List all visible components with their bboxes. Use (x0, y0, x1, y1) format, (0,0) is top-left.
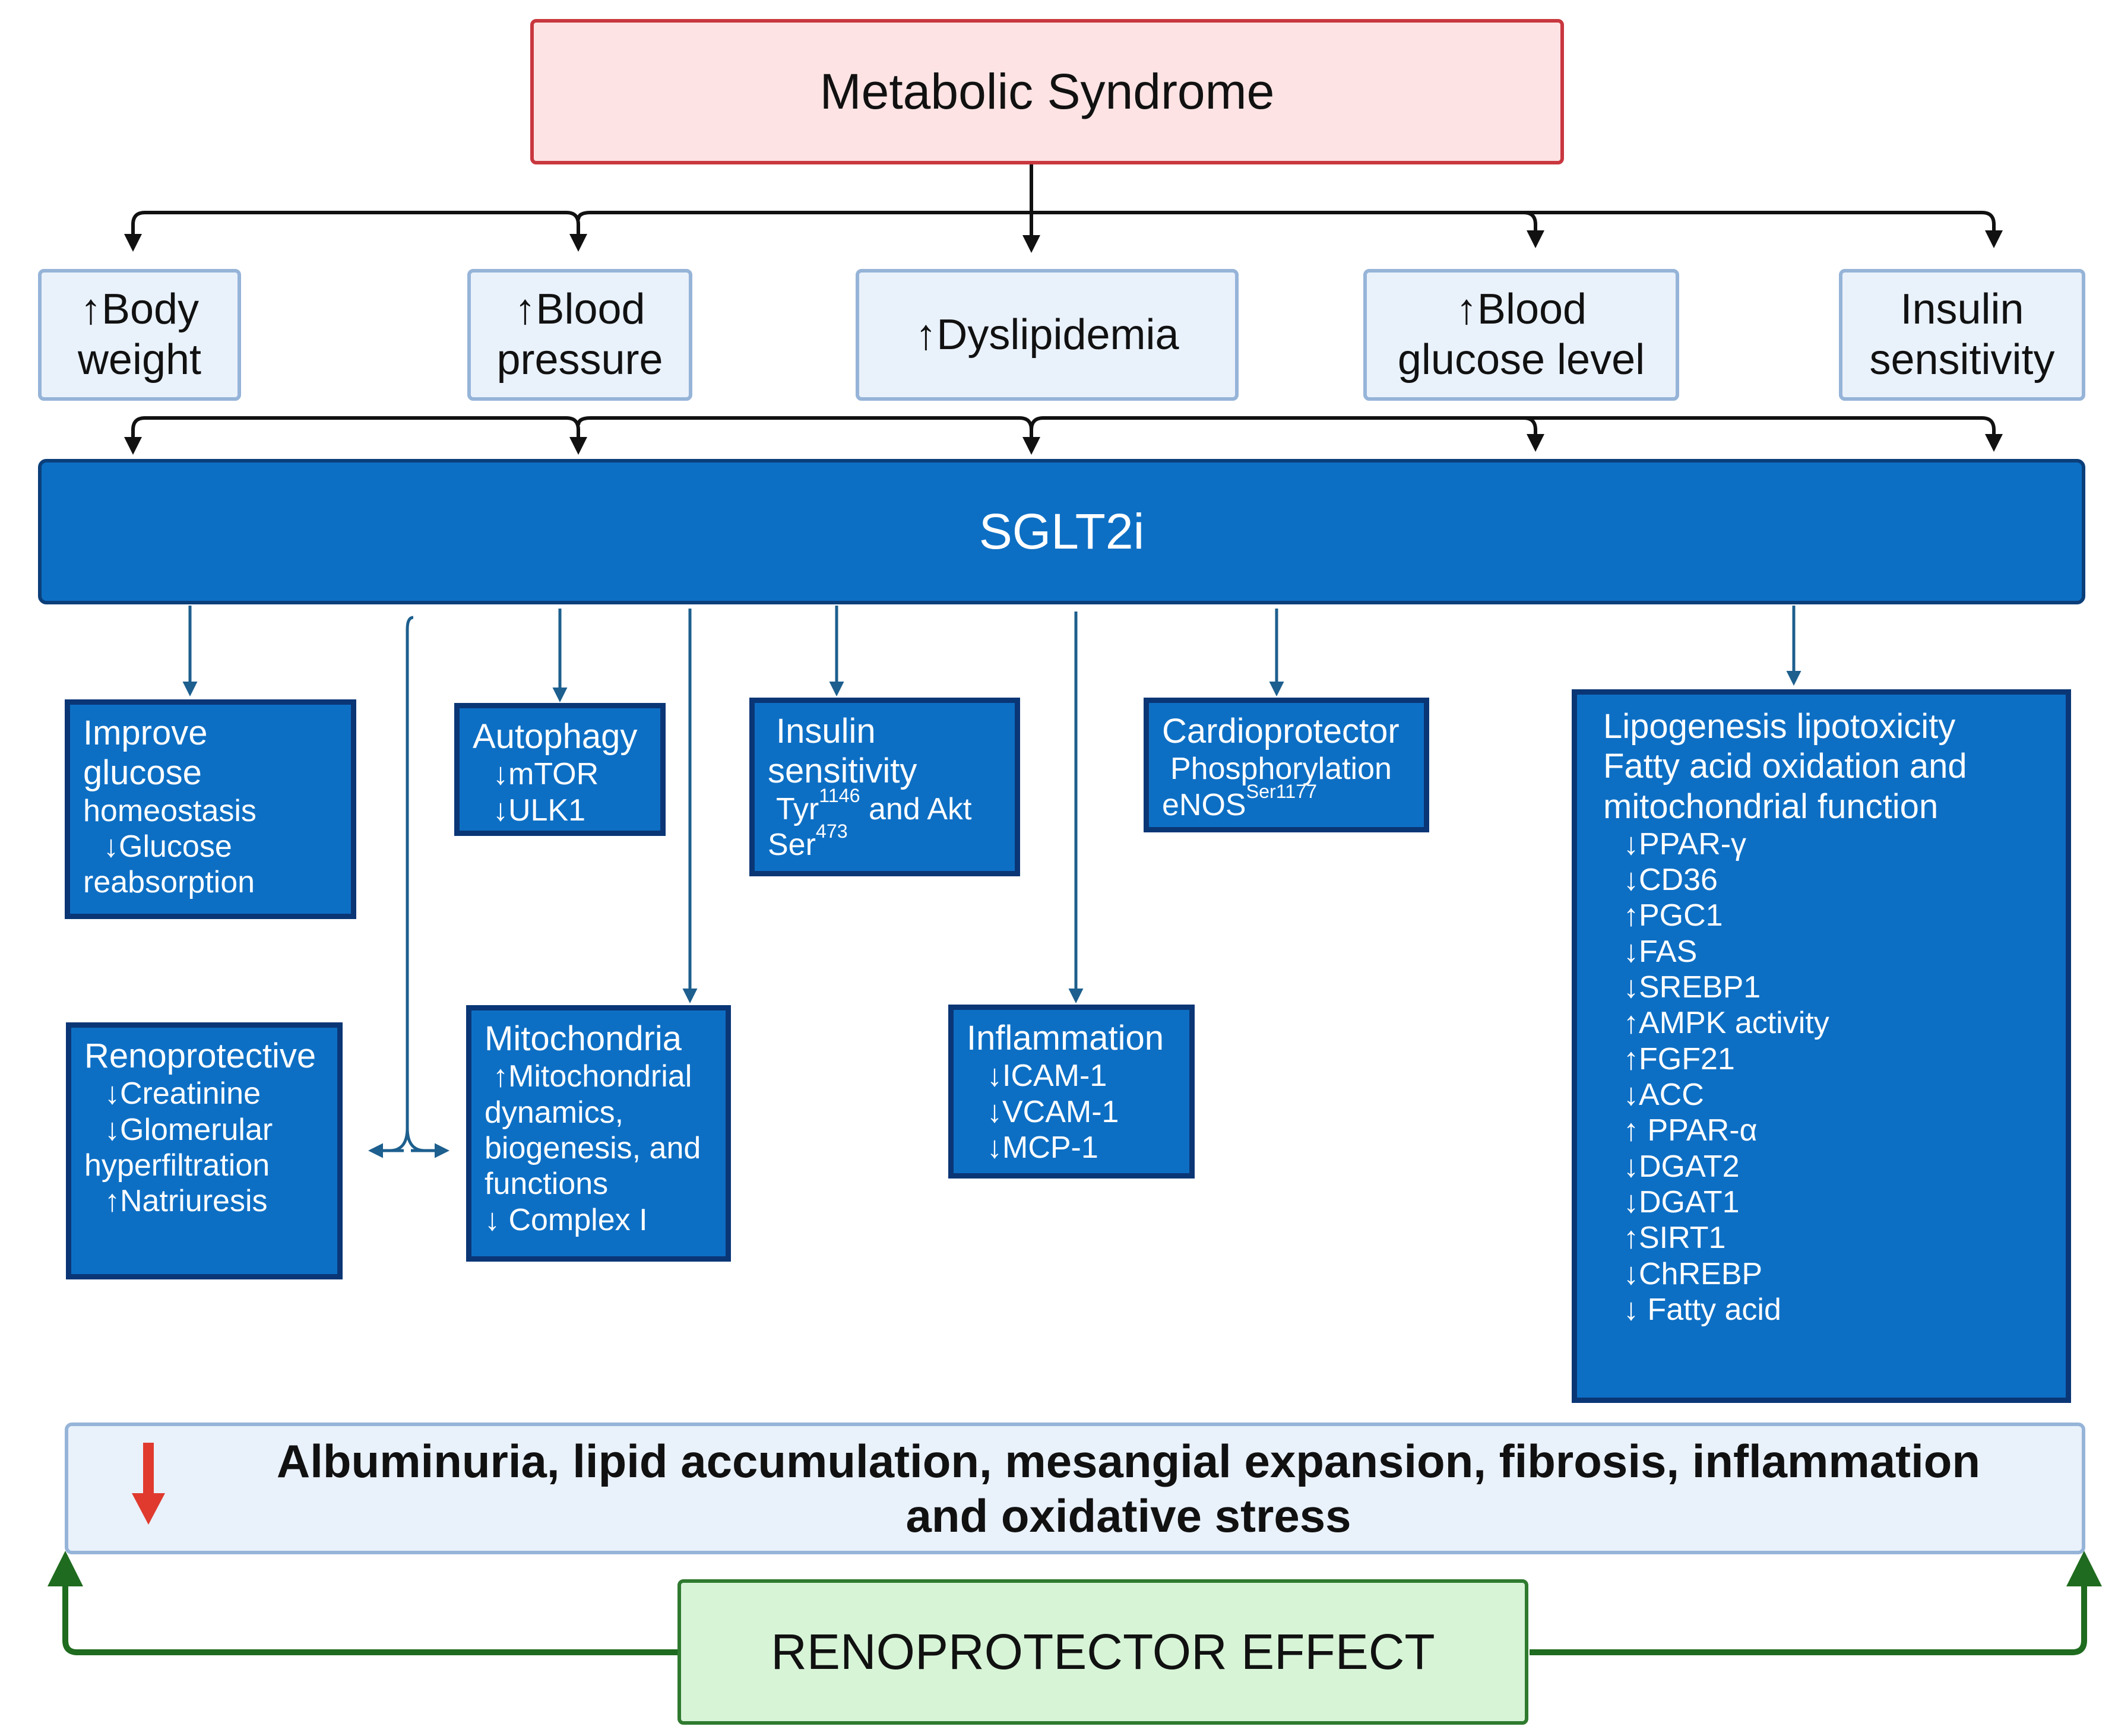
lipid-marker: ↓FAS (1623, 934, 1698, 969)
syndrome-connectors (124, 157, 2003, 253)
cardio-enos-line: eNOSSer1177 (1162, 781, 1411, 823)
insulin-sensitivity-box: Insulin sensitivity (1839, 269, 2085, 401)
insulin-title-line-2: sensitivity (768, 752, 917, 791)
renoprotector-effect-label: RENOPROTECTOR EFFECT (771, 1624, 1435, 1680)
lipid-title-line-2: Fatty acid oxidation and (1603, 747, 1967, 786)
metabolic-syndrome-box: Metabolic Syndrome (530, 19, 1564, 164)
lipogenesis-box: Lipogenesis lipotoxicity Fatty acid oxid… (1572, 689, 2071, 1403)
mito-line-4: functions (485, 1167, 609, 1202)
glucose-title-line-1: Improve (83, 714, 208, 752)
insulin-tyr-line: Tyr1146 and Akt (768, 785, 1002, 827)
insulin-title-line-1: Insulin (776, 712, 876, 750)
glucose-line-2: ↓Glucose (103, 829, 232, 864)
mito-line-2: dynamics, (485, 1095, 624, 1130)
mito-line-5: ↓ Complex I (485, 1202, 648, 1237)
reno-title: Renoprotective (84, 1037, 316, 1075)
glucose-title-line-2: glucose (83, 753, 202, 793)
lipid-marker: ↑SIRT1 (1623, 1221, 1726, 1256)
mito-title: Mitochondria (485, 1019, 682, 1058)
blood-pressure-box: ↑Blood pressure (467, 269, 692, 401)
body-weight-line-1: ↑Body (80, 286, 200, 334)
inflammation-line-3: ↓MCP-1 (987, 1130, 1098, 1165)
cardioprotector-box: Cardioprotector Phosphorylation eNOSSer1… (1144, 698, 1429, 832)
lipid-marker: ↓ChREBP (1623, 1256, 1763, 1291)
body-weight-line-2: weight (77, 336, 202, 384)
lipid-marker: ↑FGF21 (1623, 1041, 1735, 1076)
blood-pressure-line-1: ↑Blood (514, 286, 645, 334)
insulin-ser-label: Ser (768, 827, 816, 862)
outcome-line-1: Albuminuria, lipid accumulation, mesangi… (276, 1434, 1981, 1487)
mito-line-1: ↑Mitochondrial (493, 1059, 692, 1094)
inflammation-box: Inflammation ↓ICAM-1 ↓VCAM-1 ↓MCP-1 (948, 1005, 1195, 1179)
insulin-ser-line: Ser473 (768, 822, 1002, 863)
reno-line-4: ↑Natriuresis (105, 1184, 268, 1219)
mito-line-3: biogenesis, and (485, 1130, 701, 1165)
lipid-marker: ↑ PPAR-α (1623, 1113, 1758, 1148)
sglt2i-connectors (182, 606, 1801, 1158)
outcome-box: Albuminuria, lipid accumulation, mesangi… (65, 1423, 2085, 1554)
lipid-title-line-3: mitochondrial function (1603, 787, 1939, 826)
reno-line-1: ↓Creatinine (105, 1076, 261, 1111)
glucose-homeostasis-box: Improve glucose homeostasis ↓Glucose rea… (65, 699, 356, 919)
body-weight-box: ↑Body weight (38, 269, 241, 401)
lipid-marker: ↑AMPK activity (1623, 1006, 1829, 1041)
lipid-title-line-1: Lipogenesis lipotoxicity (1603, 707, 1956, 746)
blood-glucose-box: ↑Blood glucose level (1363, 269, 1679, 401)
renoprotector-effect-box: RENOPROTECTOR EFFECT (677, 1579, 1528, 1725)
inflammation-title: Inflammation (967, 1019, 1164, 1057)
autophagy-line-2: ↓ULK1 (493, 793, 586, 828)
lipid-marker: ↓PPAR-γ (1623, 826, 1747, 861)
lipid-marker: ↓SREBP1 (1623, 970, 1761, 1005)
inflammation-line-1: ↓ICAM-1 (987, 1059, 1107, 1094)
blood-glucose-line-1: ↑Blood (1455, 286, 1587, 334)
glucose-line-1: homeostasis (83, 793, 257, 828)
lipid-marker: ↓DGAT2 (1623, 1149, 1740, 1184)
lipid-marker: ↓ACC (1623, 1077, 1704, 1112)
inflammation-line-2: ↓VCAM-1 (987, 1094, 1119, 1129)
insulin-and-akt-label: and Akt (860, 791, 972, 826)
autophagy-box: Autophagy ↓mTOR ↓ULK1 (454, 703, 666, 836)
insulin-ser-sup: 473 (815, 820, 848, 842)
dyslipidemia-label: ↑Dyslipidemia (915, 311, 1179, 359)
blood-pressure-line-2: pressure (496, 336, 663, 384)
cardio-title: Cardioprotector (1162, 712, 1400, 750)
outcome-line-2: and oxidative stress (905, 1490, 1351, 1542)
factor-connectors (124, 416, 2003, 455)
blood-glucose-line-2: glucose level (1397, 336, 1645, 384)
glucose-line-3: reabsorption (83, 865, 255, 900)
reno-line-3: hyperfiltration (84, 1148, 270, 1183)
insulin-sensitivity-line-1: Insulin (1900, 286, 2024, 334)
cardio-enos-label: eNOS (1162, 787, 1246, 822)
insulin-sensitivity-line-2: sensitivity (1869, 336, 2055, 384)
autophagy-title: Autophagy (473, 717, 638, 756)
mitochondria-box: Mitochondria ↑Mitochondrial dynamics, bi… (466, 1005, 731, 1262)
insulin-tyr-label: Tyr (776, 791, 819, 826)
cardio-enos-sup: Ser1177 (1246, 780, 1318, 802)
lipid-marker: ↓CD36 (1623, 863, 1718, 898)
cardio-line-1: Phosphorylation (1170, 752, 1392, 787)
insulin-sensitivity-effect-box: Insulin sensitivity Tyr1146 and Akt Ser4… (749, 698, 1020, 876)
lipid-marker: ↓DGAT1 (1623, 1184, 1740, 1219)
metabolic-syndrome-title: Metabolic Syndrome (819, 64, 1275, 119)
reno-line-2: ↓Glomerular (105, 1112, 273, 1147)
sglt2i-label: SGLT2i (979, 503, 1145, 559)
lipid-marker: ↑PGC1 (1623, 898, 1723, 933)
insulin-tyr-sup: 1146 (819, 784, 860, 806)
renoprotector-feedback-arrows (48, 1551, 2102, 1655)
autophagy-line-1: ↓mTOR (493, 757, 599, 792)
renoprotective-box: Renoprotective ↓Creatinine ↓Glomerular h… (66, 1022, 343, 1279)
sglt2i-bar: SGLT2i (38, 459, 2085, 604)
dyslipidemia-box: ↑Dyslipidemia (856, 269, 1239, 401)
lipid-marker: ↓ Fatty acid (1623, 1292, 1781, 1327)
